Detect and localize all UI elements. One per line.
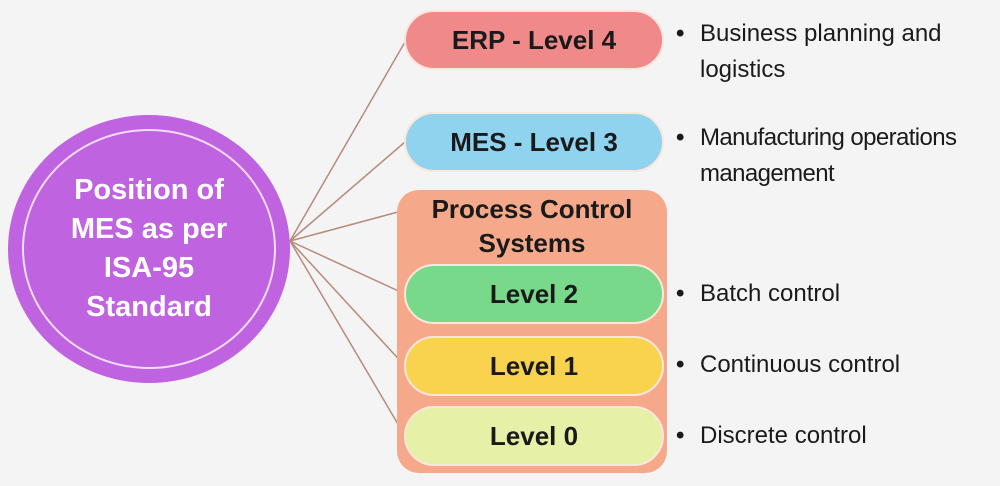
- bullet-icon: •: [676, 280, 685, 307]
- level0-description-text: Discrete control: [700, 422, 867, 449]
- hub-label: Position of MES as per ISA-95 Standard: [70, 174, 228, 323]
- erp-description-text: Business planning and logistics: [700, 20, 942, 83]
- level2-node: Level 2: [404, 264, 664, 324]
- connector-level0: [289, 240, 406, 437]
- process-control-title: Process Control Systems: [431, 194, 633, 258]
- level2-description-text: Batch control: [700, 280, 841, 307]
- mes-description-text: Manufacturing operations management: [700, 124, 957, 187]
- erp-level4-node: ERP - Level 4: [404, 10, 664, 70]
- bullet-icon: •: [676, 20, 685, 47]
- bullet-icon: •: [676, 351, 685, 378]
- level2-description: • Batch control: [676, 276, 976, 312]
- connector-level1: [289, 240, 406, 367]
- hub-ring: [22, 129, 276, 369]
- connector-mes: [289, 141, 406, 242]
- bullet-icon: •: [676, 422, 685, 449]
- hub-circle: Position of MES as per ISA-95 Standard: [8, 115, 290, 383]
- connector-pcs: [289, 211, 399, 242]
- level0-node: Level 0: [404, 406, 664, 466]
- bullet-icon: •: [676, 124, 684, 151]
- connector-level2: [289, 240, 406, 295]
- mes-level3-node: MES - Level 3: [404, 112, 664, 172]
- connector-erp: [289, 41, 406, 242]
- level1-node: Level 1: [404, 336, 664, 396]
- level1-description-text: Continuous control: [700, 351, 901, 378]
- mes-description: • Manufacturing operations management: [676, 120, 1000, 192]
- level1-description: • Continuous control: [676, 347, 976, 383]
- erp-description: • Business planning and logistics: [676, 16, 976, 88]
- level0-description: • Discrete control: [676, 418, 976, 454]
